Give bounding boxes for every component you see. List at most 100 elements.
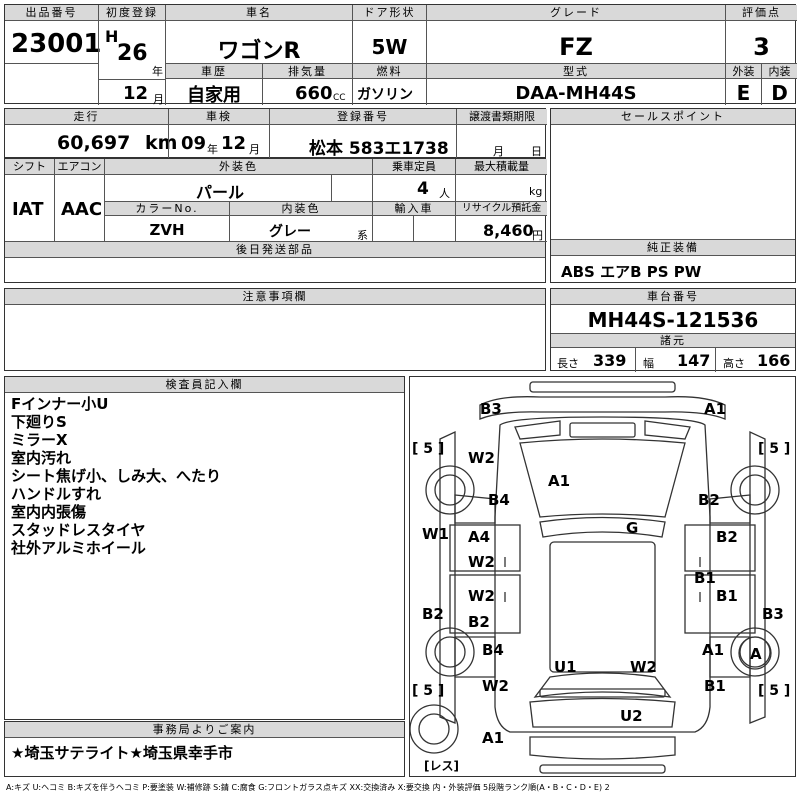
mark-front-bumper-right: A1 [704, 400, 727, 418]
mark-pillar-right: B1 [694, 569, 716, 587]
mark-back-door-left: U1 [554, 658, 577, 676]
remark-line: 室内内張傷 [11, 503, 87, 521]
remark-line: 室内汚れ [11, 449, 72, 467]
length: 339 [593, 351, 627, 370]
sales-label: セールスポイント [551, 109, 795, 125]
office-text: ★埼玉サテライト★埼玉県幸手市 [11, 744, 233, 762]
reg-year: 26 [117, 41, 148, 66]
mileage-label: 走行 [5, 109, 168, 125]
color-no-label: カラーNo. [105, 202, 229, 216]
remark-line: シート焦げ小、しみ大、へたり [11, 467, 222, 485]
width: 147 [677, 351, 711, 370]
mark-rear-bumper: U2 [620, 707, 643, 725]
fuel: ガソリン [357, 87, 413, 103]
capacity-label: 乗車定員 [373, 159, 455, 175]
insp-year: 09 [181, 133, 207, 154]
shift: IAT [12, 199, 44, 220]
mark-front-door-right: B2 [716, 528, 738, 546]
mark-wheel-right: A [750, 645, 762, 663]
later-parts-label: 後日発送部品 [5, 242, 545, 258]
mileage-block: 走行 60,697 km 車検 09 年 12 月 登録番号 松本 583エ17… [4, 108, 547, 159]
car-outline [410, 381, 780, 774]
color-label: 外装色 [105, 159, 372, 175]
history: 自家用 [187, 85, 241, 106]
mileage: 60,697 [57, 132, 131, 154]
chassis: MH44S-121536 [587, 308, 759, 332]
score-label: 評価点 [726, 5, 797, 21]
door-type: 5W [371, 35, 408, 59]
tire-mark-front-left: [ 5 ] [412, 441, 445, 457]
inspection-label: 車検 [169, 109, 269, 125]
notes-block: 注意事項欄 [4, 288, 546, 371]
mark-rocker-left: B2 [422, 605, 444, 623]
displacement-label: 排気量 [263, 64, 352, 79]
interior-grade: D [771, 81, 788, 105]
remark-line: ミラーX [11, 431, 68, 449]
equipment: ABS エアB PS PW [561, 263, 702, 281]
grade: FZ [559, 33, 593, 61]
insp-month: 12 [221, 133, 247, 154]
interior-color: グレー [269, 224, 311, 240]
notes-label: 注意事項欄 [5, 289, 545, 305]
mark-rear-door-right: B1 [716, 587, 738, 605]
first-reg-label: 初度登録 [99, 5, 165, 21]
recycle: 8,460 [483, 221, 534, 240]
color: パール [195, 183, 244, 202]
grade-label: グレード [427, 5, 725, 21]
remark-line: ハンドルすれ [11, 485, 102, 503]
exterior-label: 外装 [726, 64, 761, 79]
history-label: 車歴 [166, 64, 262, 79]
mark-rocker-right: B3 [762, 605, 784, 623]
interior-color-label: 内装色 [230, 202, 372, 216]
model: DAA-MH44S [515, 83, 637, 104]
reg-month: 12 [123, 83, 149, 104]
fuel-label: 燃料 [353, 64, 426, 79]
interior-label: 内装 [762, 64, 797, 79]
mark-roof: G [626, 519, 639, 537]
sales-point-block: セールスポイント 純正装備 ABS エアB PS PW [550, 108, 796, 283]
damage-diagram: [ 5 ] [ 5 ] [ 5 ] [ 5 ] [レス] A1 B3 A1 W2… [409, 376, 796, 777]
shift-label: シフト [5, 159, 54, 175]
height: 166 [757, 351, 791, 370]
tire-mark-rear-right: [ 5 ] [758, 683, 791, 699]
transfer-label: 譲渡書類期限 [457, 109, 547, 125]
dims-label: 諸元 [551, 333, 795, 348]
spare-mark: A1 [482, 729, 505, 747]
door-label: ドア形状 [353, 5, 426, 21]
header-block: 出品番号 23001 初度登録 H 26 年 12 月 車名 ワゴンR ドア形状… [4, 4, 797, 106]
mark-left-side: W1 [422, 525, 449, 543]
capacity: 4 [417, 179, 429, 199]
office-block: 事務局よりご案内 ★埼玉サテライト★埼玉県幸手市 [4, 721, 405, 777]
remark-line: 社外アルミホイール [11, 539, 146, 557]
chassis-label: 車台番号 [551, 289, 795, 305]
displacement: 660 [295, 83, 333, 104]
remark-line: Fインナー小U [11, 395, 109, 413]
remark-line: スタッドレスタイヤ [11, 521, 146, 539]
recycle-label: リサイクル預託金 [456, 202, 547, 216]
score: 3 [753, 33, 770, 61]
tire-mark-front-right: [ 5 ] [758, 441, 791, 457]
mark-hood: A1 [548, 472, 571, 490]
color-no: ZVH [149, 221, 185, 239]
exterior-grade: E [736, 81, 751, 105]
mark-front-bumper-left: B3 [480, 400, 502, 418]
import-label: 輸入車 [373, 202, 455, 216]
mark-front-door-left-2: W2 [468, 553, 495, 571]
ac: AAC [61, 199, 103, 220]
plate-label: 登録番号 [270, 109, 456, 125]
mark-quarter-left: B4 [482, 641, 504, 659]
spare-label: [レス] [424, 759, 459, 773]
mark-fender-left: W2 [468, 449, 495, 467]
car-name: ワゴンR [217, 39, 301, 64]
loadcap-label: 最大積載量 [456, 159, 547, 175]
mark-fender-right: B2 [698, 491, 720, 509]
spec-block: シフト エアコン IAT AAC 外装色 パール 乗車定員 4 人 最大積載量 … [4, 158, 547, 283]
car-name-label: 車名 [166, 5, 352, 21]
lot-label: 出品番号 [5, 5, 98, 21]
legend: A:キズ U:ヘコミ B:キズを伴うヘコミ P:要塗装 W:補修跡 S:錆 C:… [6, 783, 610, 792]
inspector-label: 検査員記入欄 [5, 377, 404, 393]
ac-label: エアコン [55, 159, 104, 175]
mark-front-door-area-left: B4 [488, 491, 510, 509]
